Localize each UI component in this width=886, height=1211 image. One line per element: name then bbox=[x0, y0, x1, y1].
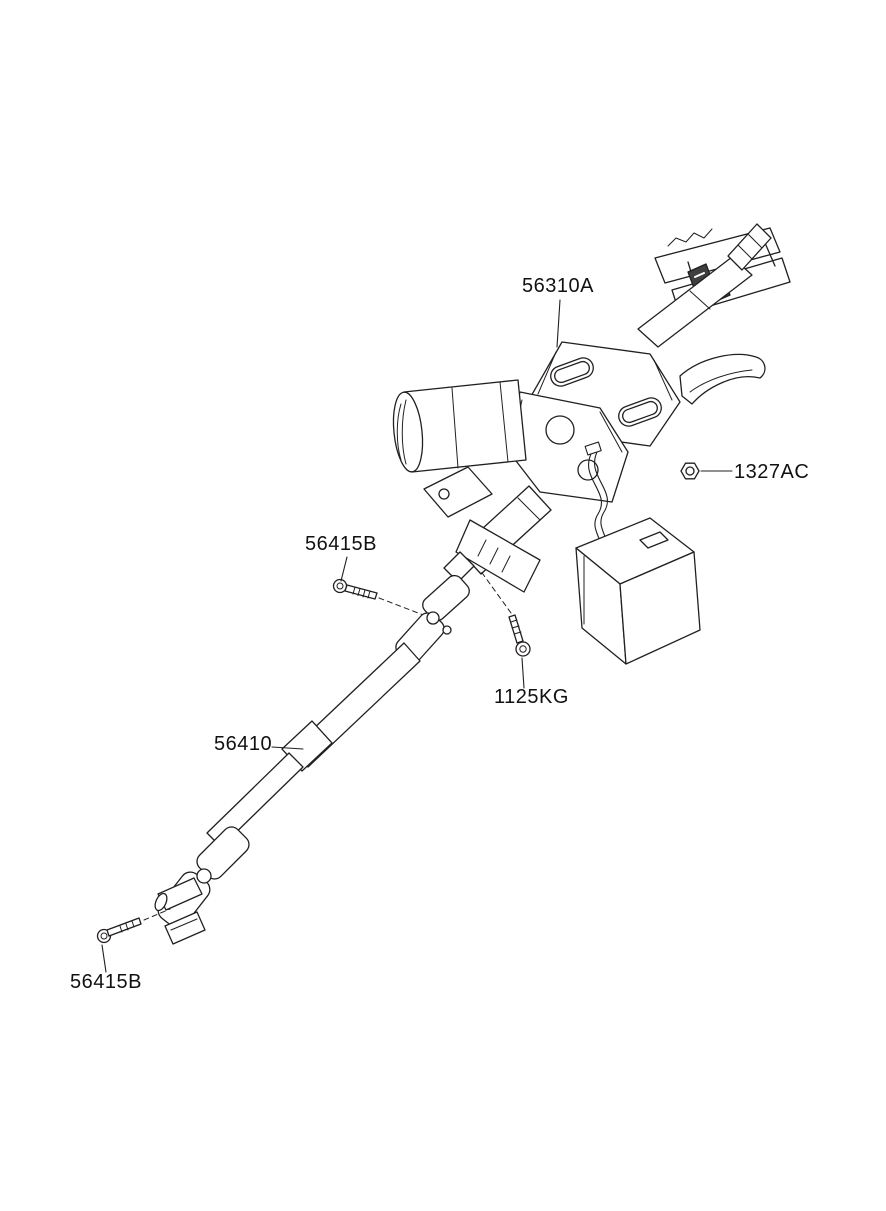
leader-56310a bbox=[556, 299, 561, 348]
bolt-1125kg bbox=[479, 569, 531, 657]
part-label-1327ac: 1327AC bbox=[734, 461, 810, 483]
tilt-lever bbox=[679, 353, 766, 405]
nut-1327ac bbox=[680, 462, 700, 480]
leader-56415b-upper bbox=[340, 556, 348, 582]
part-label-56410: 56410 bbox=[214, 733, 273, 755]
leader-lines bbox=[101, 299, 733, 973]
part-label-56310a: 56310A bbox=[522, 275, 594, 297]
part-label-1125kg: 1125KG bbox=[494, 686, 569, 708]
part-label-56415b-upper: 56415B bbox=[305, 533, 377, 555]
intermediate-shaft bbox=[206, 642, 421, 848]
leader-1125kg bbox=[521, 657, 525, 689]
bolt-56415b-lower bbox=[96, 908, 171, 944]
lower-universal-joint bbox=[154, 826, 250, 945]
lower-mount-bracket bbox=[423, 466, 541, 593]
leader-56415b-lower bbox=[101, 944, 107, 973]
ecu-box bbox=[575, 517, 701, 665]
leader-56410 bbox=[271, 746, 304, 750]
bolt-56415b-upper bbox=[332, 578, 427, 617]
motor-assembly bbox=[392, 379, 527, 473]
steering-shaft-stub bbox=[727, 223, 772, 271]
part-label-56415b-lower: 56415B bbox=[70, 971, 142, 993]
